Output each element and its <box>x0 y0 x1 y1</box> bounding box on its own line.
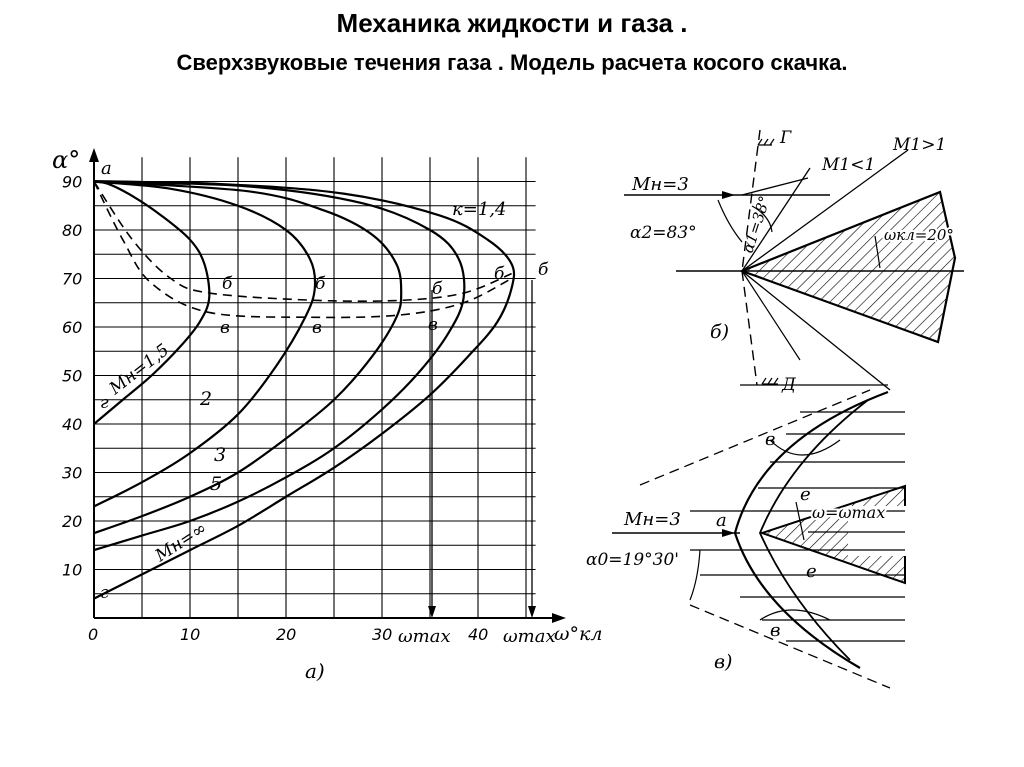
locus-b-line <box>93 181 512 303</box>
y-tick-20: 20 <box>62 512 82 531</box>
tick-labels: 0 10 20 30 40 10 20 30 40 50 60 70 80 90 <box>62 173 488 645</box>
m1-greater-label: М1>1 <box>892 135 946 155</box>
k-annotation: к=1,4 <box>452 199 506 220</box>
angle-arc-a1 <box>751 205 773 233</box>
series-line-0 <box>93 180 211 425</box>
y-tick-30: 30 <box>62 464 82 483</box>
omega-max-label-2: ωmax <box>503 626 556 647</box>
velocity-arrow-b <box>741 177 809 196</box>
page-subtitle: Сверхзвуковые течения газа . Модель расч… <box>176 50 848 75</box>
chart-loci <box>93 180 512 319</box>
mark-g-glyph <box>757 138 775 146</box>
chart-series <box>93 180 516 600</box>
point-v-3: в <box>428 315 438 335</box>
panel-v-label: в) <box>714 651 732 673</box>
ray-lower-2 <box>741 270 801 361</box>
shock-line-b <box>741 129 761 272</box>
y-tick-80: 80 <box>62 221 82 240</box>
diagram-b <box>624 129 964 391</box>
y-axis-label: α° <box>52 146 80 174</box>
point-v1-v: в <box>765 429 775 450</box>
diagram-v <box>612 384 908 689</box>
y-tick-10: 10 <box>62 561 82 580</box>
series-line-1 <box>93 180 317 508</box>
m1-less-label: М1<1 <box>821 155 875 175</box>
series-label-m15: Мн=1,5 <box>105 340 173 399</box>
angle-arc-a2 <box>717 199 743 243</box>
point-e1-v: е <box>800 484 811 505</box>
wedge-b <box>738 190 957 344</box>
x-tick-20: 20 <box>276 625 296 644</box>
point-b-5: б <box>538 260 549 280</box>
flow-arrowhead-b <box>722 191 735 199</box>
point-b-2: б <box>315 274 326 294</box>
point-v-2: в <box>312 318 322 338</box>
shock-v-inner <box>759 399 869 661</box>
point-a-v: а <box>716 510 727 531</box>
omega-max-arrow-2 <box>528 606 536 618</box>
omega-tick <box>874 235 881 269</box>
locus-v-line <box>93 181 512 319</box>
mark-d-glyph <box>761 377 779 385</box>
shock-v-arc2 <box>759 609 831 621</box>
ray-m1-less <box>741 167 811 272</box>
series-label-3: 3 <box>214 444 226 466</box>
y-axis-arrow <box>89 148 99 162</box>
shock-line-b-lower <box>741 270 758 386</box>
point-a: а <box>101 158 112 179</box>
series-line-2 <box>93 180 403 535</box>
alpha0-arc <box>689 549 701 601</box>
omega-eq-label: ω=ωmax <box>812 503 885 522</box>
point-g-2: г <box>100 583 109 603</box>
omega-max-label-1: ωmax <box>398 626 451 647</box>
point-e2-v: е <box>806 561 817 582</box>
x-tick-0: 0 <box>88 625 98 644</box>
point-g-1: г <box>100 393 109 413</box>
mark-g: Г <box>779 128 792 148</box>
series-line-4 <box>93 180 516 600</box>
y-tick-60: 60 <box>62 318 82 337</box>
y-tick-70: 70 <box>62 270 82 289</box>
series-label-2: 2 <box>199 388 212 410</box>
chart-a: 0 10 20 30 40 10 20 30 40 50 60 70 80 90 α° ω°кл ωmax… <box>52 146 602 683</box>
top-segment <box>93 180 191 185</box>
mach-label-v: Мн=3 <box>623 509 681 530</box>
ray-m1-greater <box>741 149 909 272</box>
point-b-1: б <box>222 274 233 294</box>
flow-arrowhead-v <box>722 529 735 537</box>
panel-a-label: а) <box>305 659 325 683</box>
omega-max-arrow-1 <box>428 606 436 618</box>
x-axis-label: ω°кл <box>554 623 602 645</box>
y-tick-50: 50 <box>62 367 82 386</box>
x-axis-arrow <box>552 613 566 623</box>
wedge-v-mask <box>848 506 908 556</box>
y-tick-40: 40 <box>62 415 82 434</box>
shock-v-arc1 <box>769 439 841 456</box>
point-v2-v: в <box>770 620 780 641</box>
point-b-4: б <box>494 264 505 284</box>
page-title: Механика жидкости и газа . <box>336 8 688 38</box>
alpha1-label: α1=38° <box>739 194 774 256</box>
x-tick-10: 10 <box>180 625 200 644</box>
x-tick-30: 30 <box>372 625 392 644</box>
alpha0-label: α0=19°30' <box>586 550 679 570</box>
omega-kl-label: ωкл=20° <box>884 226 954 244</box>
panel-b-label: б) <box>710 321 729 343</box>
point-v-1: в <box>220 318 230 338</box>
series-line-3 <box>93 180 466 552</box>
series-label-5: 5 <box>210 473 222 495</box>
alpha2-label: α2=83° <box>630 223 697 243</box>
tangent-v-upper <box>639 389 871 486</box>
ray-lower-1 <box>741 270 891 391</box>
point-b-3: б <box>432 279 443 299</box>
series-label-minf: Мн=∞ <box>151 518 211 566</box>
y-tick-90: 90 <box>62 173 82 192</box>
mach-label-b: Мн=3 <box>631 174 689 195</box>
omega-eq-arrow <box>795 501 805 541</box>
x-tick-40: 40 <box>468 625 488 644</box>
tangent-v-lower <box>689 604 891 689</box>
